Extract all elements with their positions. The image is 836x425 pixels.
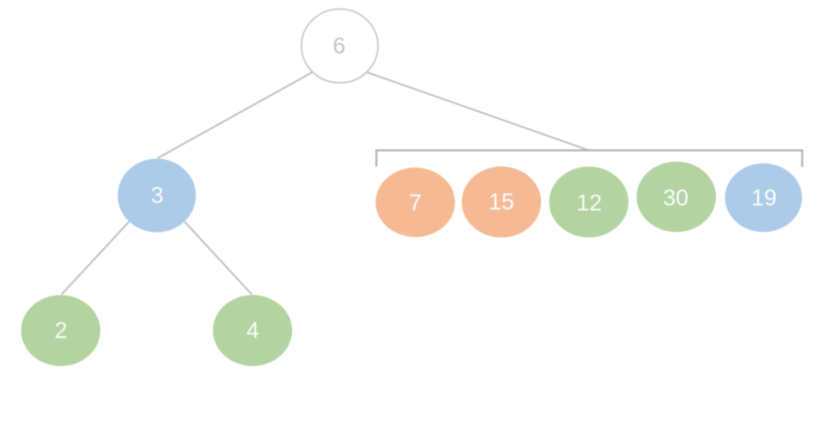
svg-text:15: 15 bbox=[489, 189, 515, 215]
svg-text:7: 7 bbox=[409, 190, 422, 216]
svg-text:4: 4 bbox=[246, 317, 259, 343]
svg-text:3: 3 bbox=[151, 182, 164, 208]
svg-text:30: 30 bbox=[663, 185, 689, 211]
svg-text:19: 19 bbox=[751, 184, 777, 210]
svg-text:12: 12 bbox=[577, 189, 603, 215]
svg-text:2: 2 bbox=[55, 317, 68, 343]
svg-text:6: 6 bbox=[333, 33, 346, 59]
